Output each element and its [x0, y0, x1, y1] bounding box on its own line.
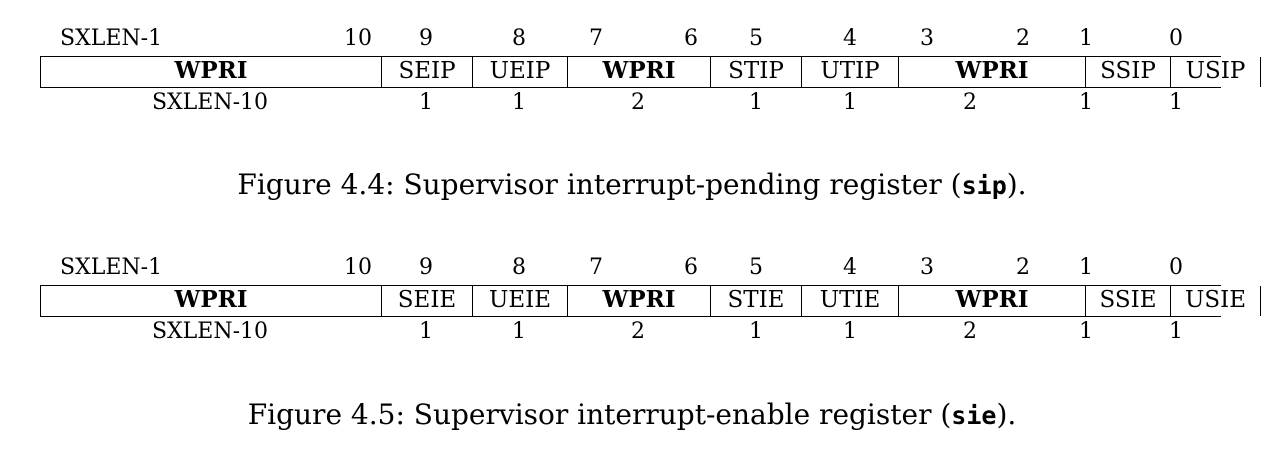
field-wpri-high: WPRI [40, 57, 381, 87]
field-width-row: SXLEN-10 1 1 2 1 1 2 1 1 [0, 319, 1264, 345]
width-ssie: 1 [1079, 319, 1093, 344]
field-stie: STIE [710, 286, 801, 316]
width-ueip: 1 [512, 90, 526, 115]
field-usie: USIE [1170, 286, 1261, 316]
field-wpri-high: WPRI [40, 286, 381, 316]
caption-suffix: ). [1006, 168, 1027, 201]
bit-label-9: 9 [419, 26, 433, 51]
field-ueie: UEIE [472, 286, 567, 316]
bit-label-5: 5 [749, 255, 763, 280]
bit-label-10: 10 [344, 26, 372, 51]
caption-suffix: ). [996, 398, 1017, 431]
caption-code: sie [951, 401, 997, 430]
width-wpri-low: 2 [963, 319, 977, 344]
field-ssip: SSIP [1085, 57, 1170, 87]
bit-label-9: 9 [419, 255, 433, 280]
sie-register-diagram: SXLEN-1 10 9 8 7 6 5 4 3 2 1 0 WPRI SEIE… [0, 255, 1264, 355]
bit-label-4: 4 [843, 26, 857, 51]
field-utip: UTIP [801, 57, 898, 87]
bit-label-7: 7 [589, 255, 603, 280]
width-ueie: 1 [512, 319, 526, 344]
bit-label-2: 2 [1016, 255, 1030, 280]
field-stip: STIP [710, 57, 801, 87]
bit-label-6: 6 [684, 26, 698, 51]
bit-label-2: 2 [1016, 26, 1030, 51]
figure-caption-sip: Figure 4.4: Supervisor interrupt-pending… [0, 168, 1264, 201]
bit-label-1: 1 [1079, 26, 1093, 51]
width-utie: 1 [843, 319, 857, 344]
bit-label-msb: SXLEN-1 [60, 255, 163, 280]
width-usip: 1 [1169, 90, 1183, 115]
bit-label-8: 8 [512, 26, 526, 51]
bit-label-5: 5 [749, 26, 763, 51]
figure-caption-sie: Figure 4.5: Supervisor interrupt-enable … [0, 398, 1264, 431]
field-wpri-low: WPRI [898, 286, 1085, 316]
bit-position-row: SXLEN-1 10 9 8 7 6 5 4 3 2 1 0 [0, 255, 1264, 281]
field-wpri-mid: WPRI [567, 57, 710, 87]
width-wpri-mid: 2 [631, 90, 645, 115]
bit-label-3: 3 [920, 26, 934, 51]
width-seip: 1 [419, 90, 433, 115]
bit-position-row: SXLEN-1 10 9 8 7 6 5 4 3 2 1 0 [0, 26, 1264, 52]
width-stip: 1 [749, 90, 763, 115]
width-wpri-high: SXLEN-10 [151, 319, 269, 344]
field-width-row: SXLEN-10 1 1 2 1 1 2 1 1 [0, 90, 1264, 116]
bit-label-8: 8 [512, 255, 526, 280]
bit-label-0: 0 [1169, 26, 1183, 51]
field-ssie: SSIE [1085, 286, 1170, 316]
bit-label-3: 3 [920, 255, 934, 280]
bit-label-0: 0 [1169, 255, 1183, 280]
field-seip: SEIP [381, 57, 472, 87]
sip-register-diagram: SXLEN-1 10 9 8 7 6 5 4 3 2 1 0 WPRI SEIP… [0, 26, 1264, 126]
width-stie: 1 [749, 319, 763, 344]
width-usie: 1 [1169, 319, 1183, 344]
bit-label-4: 4 [843, 255, 857, 280]
bit-label-1: 1 [1079, 255, 1093, 280]
width-utip: 1 [843, 90, 857, 115]
width-wpri-low: 2 [963, 90, 977, 115]
bit-label-msb: SXLEN-1 [60, 26, 163, 51]
width-seie: 1 [419, 319, 433, 344]
bit-label-7: 7 [589, 26, 603, 51]
field-wpri-low: WPRI [898, 57, 1085, 87]
register-field-row: WPRI SEIP UEIP WPRI STIP UTIP WPRI SSIP … [40, 56, 1261, 88]
caption-text: Figure 4.5: Supervisor interrupt-enable … [247, 398, 952, 431]
register-field-row: WPRI SEIE UEIE WPRI STIE UTIE WPRI SSIE … [40, 285, 1261, 317]
width-wpri-mid: 2 [631, 319, 645, 344]
field-wpri-mid: WPRI [567, 286, 710, 316]
caption-text: Figure 4.4: Supervisor interrupt-pending… [237, 168, 962, 201]
bit-label-6: 6 [684, 255, 698, 280]
field-seie: SEIE [381, 286, 472, 316]
bit-label-10: 10 [344, 255, 372, 280]
field-utie: UTIE [801, 286, 898, 316]
caption-code: sip [961, 171, 1007, 200]
field-ueip: UEIP [472, 57, 567, 87]
field-usip: USIP [1170, 57, 1261, 87]
width-ssip: 1 [1079, 90, 1093, 115]
width-wpri-high: SXLEN-10 [151, 90, 269, 115]
